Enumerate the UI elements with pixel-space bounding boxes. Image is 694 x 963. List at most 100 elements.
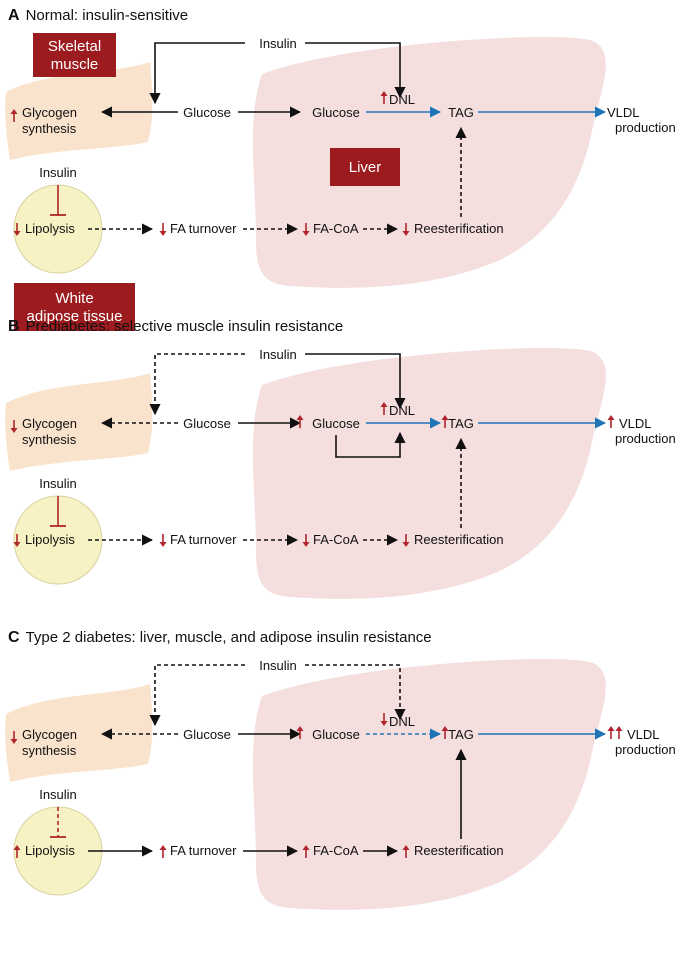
liver-box [330,148,400,186]
panel-title-text: Prediabetes: selective muscle insulin re… [26,318,344,335]
increase-icon-head [441,415,449,420]
insulin-to-liver-arrow [305,353,406,410]
decrease-icon-head [402,542,410,547]
lipolysis-label: Lipolysis [25,532,75,547]
lipolysis-label: Lipolysis [25,221,75,236]
increase-icon-head [380,91,388,96]
insulin-label: Insulin [259,347,297,362]
synthesis-label: synthesis [22,743,77,758]
panel-title-text: Type 2 diabetes: liver, muscle, and adip… [26,629,432,646]
panel-title: C Type 2 diabetes: liver, muscle, and adi… [8,629,432,646]
decrease-icon-head [159,231,167,236]
insulin-to-muscle-arrow [149,353,245,416]
glucose-loop-arrow [335,431,406,458]
increase-icon [380,402,388,415]
increase-icon [10,109,18,122]
decrease-icon [402,223,410,236]
decrease-icon-head [159,542,167,547]
dnl-label: DNL [389,714,415,729]
increase-icon [380,91,388,104]
increase-icon [159,845,167,858]
fa-coa-label: FA-CoA [313,843,359,858]
fa-coa-label: FA-CoA [313,532,359,547]
decrease-icon [159,223,167,236]
increase-icon [402,845,410,858]
increase-icon [441,726,449,739]
increase-icon-head [380,402,388,407]
adipose-insulin-label: Insulin [39,165,77,180]
decrease-icon-head [10,739,18,744]
decrease-icon [380,713,388,726]
decrease-icon [402,534,410,547]
increase-icon-head [615,726,623,731]
glycogen-label: Glycogen [22,416,77,431]
liver-shape [252,37,606,288]
insulin-to-muscle-arrow [149,42,245,105]
tag-label: TAG [448,105,474,120]
panel-letter: B [8,318,20,335]
skeletal-muscle-box-label: muscle [51,56,99,73]
insulin-to-liver-arrow [305,42,406,99]
white-adipose-box [14,283,135,331]
decrease-icon [10,420,18,433]
decrease-icon [10,731,18,744]
increase-icon-head [296,726,304,731]
increase-icon [607,726,615,739]
liver-shape [252,348,606,599]
insulin-to-muscle-arrow [149,664,245,727]
tag-label: TAG [448,416,474,431]
white-adipose-box-label: White [55,290,93,307]
decrease-icon [13,223,21,236]
vldl-label: VLDL [627,727,660,742]
decrease-icon [159,534,167,547]
increase-icon [302,845,310,858]
decrease-icon-head [402,231,410,236]
decrease-icon-head [380,721,388,726]
increase-icon [13,845,21,858]
increase-icon-head [302,845,310,850]
liver-glucose-label: Glucose [312,105,360,120]
skeletal-muscle-box-label: Skeletal [48,38,101,55]
panel-letter: C [8,629,20,646]
increase-icon-head [607,415,615,420]
liver-box-label: Liver [349,159,382,176]
skeletal-muscle-box [33,33,116,77]
glycogen-label: Glycogen [22,105,77,120]
increase-icon-head [607,726,615,731]
vldl-label: VLDL [619,416,652,431]
insulin-label: Insulin [259,36,297,51]
increase-icon [615,726,623,739]
production-label: production [615,742,676,757]
increase-icon [441,415,449,428]
muscle-shape [5,373,153,471]
decrease-icon [13,534,21,547]
increase-icon-head [296,415,304,420]
production-label: production [615,431,676,446]
increase-icon [296,726,304,739]
increase-icon-head [13,845,21,850]
synthesis-label: synthesis [22,121,77,136]
increase-icon-head [159,845,167,850]
increase-icon-head [441,726,449,731]
panel-b: B Prediabetes: selective muscle insulin r… [5,318,676,599]
fa-turnover-label: FA turnover [170,843,237,858]
liver-glucose-label: Glucose [312,727,360,742]
muscle-shape [5,62,153,160]
decrease-icon-head [302,542,310,547]
increase-icon-head [10,109,18,114]
decrease-icon-head [10,428,18,433]
decrease-icon [302,223,310,236]
lipolysis-label: Lipolysis [25,843,75,858]
liver-shape [252,659,606,910]
panel-c: C Type 2 diabetes: liver, muscle, and adi… [5,629,676,910]
liver-glucose-label: Glucose [312,416,360,431]
vldl-label: VLDL [607,105,640,120]
production-label: production [615,120,676,135]
reesterification-label: Reesterification [414,532,504,547]
adipose-insulin-label: Insulin [39,787,77,802]
glucose-label: Glucose [183,416,231,431]
panel-title-text: Normal: insulin-sensitive [26,7,189,24]
